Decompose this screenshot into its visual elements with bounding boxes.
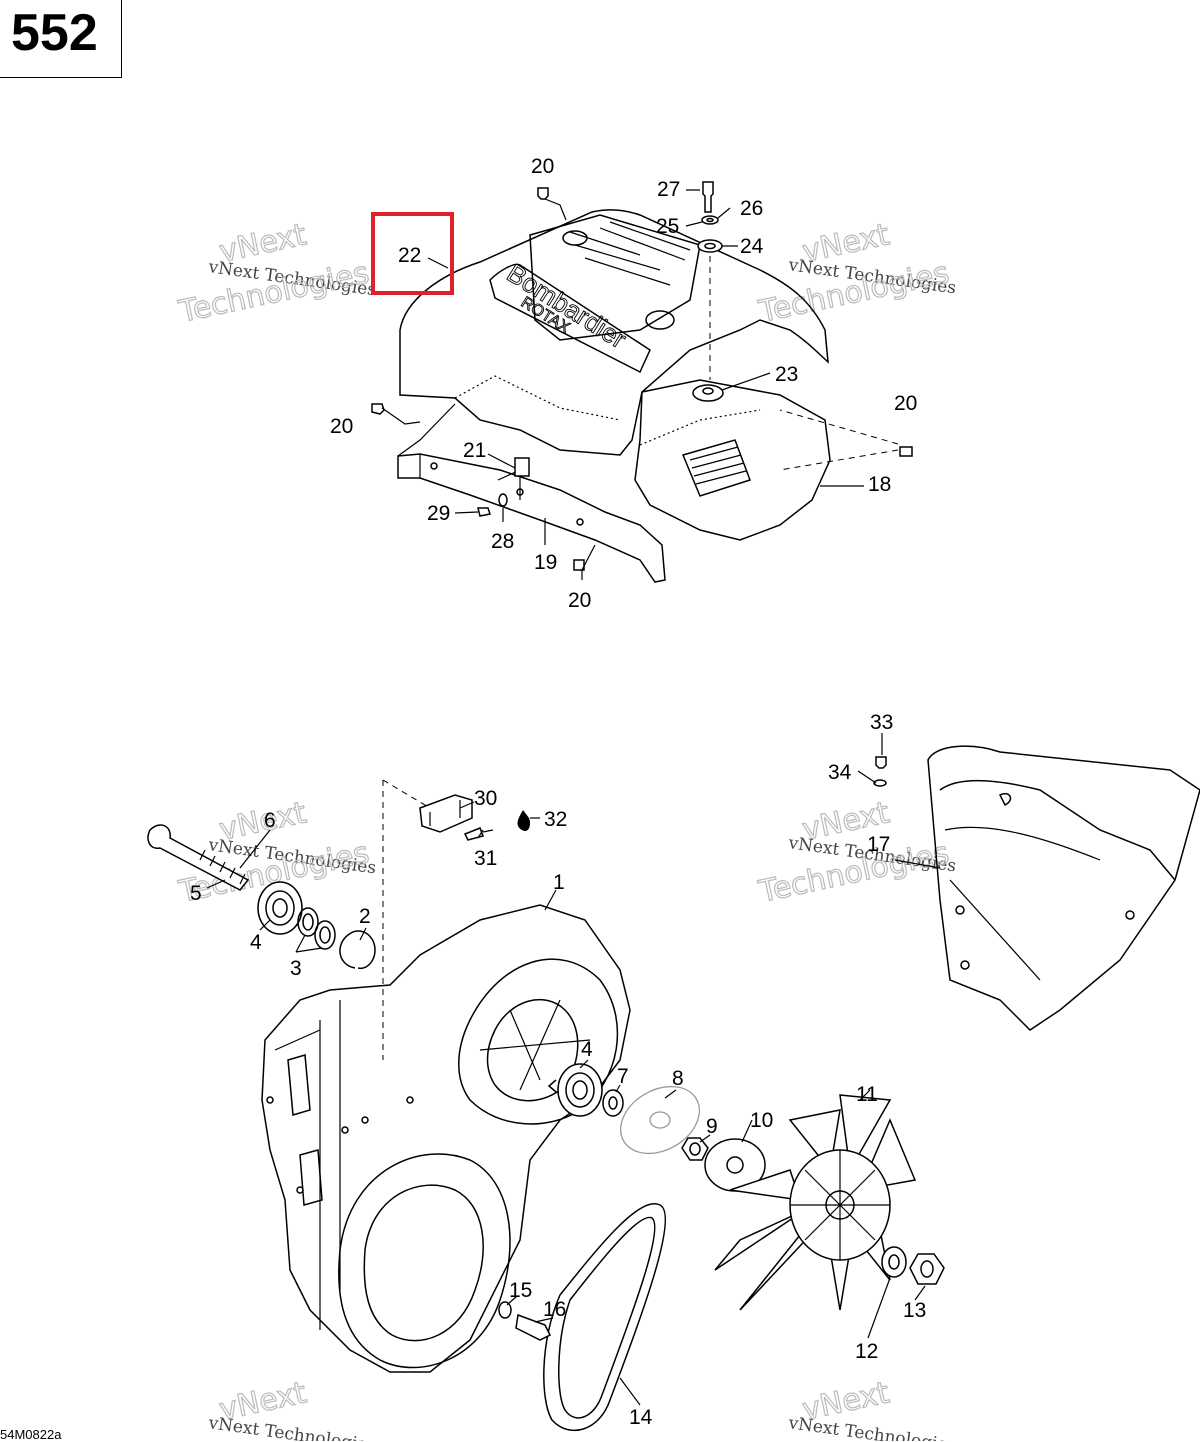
- watermark-small-text: vNext Technologies: [206, 1413, 377, 1441]
- cover-vent-grille: [681, 439, 751, 497]
- figure-code: 54M0822a: [0, 1427, 62, 1442]
- screw: [573, 559, 585, 571]
- spacer: [297, 907, 319, 937]
- callout-11: 11: [856, 1083, 878, 1106]
- cover-mounting-bracket: [397, 453, 666, 583]
- callout-31: 31: [474, 847, 497, 870]
- page-number-box: 552: [0, 0, 122, 78]
- shim-plate: [620, 1085, 700, 1155]
- callout-2: 2: [359, 905, 371, 928]
- callout-27: 27: [657, 178, 680, 201]
- callout-29: 29: [427, 502, 450, 525]
- cover-mount-boss: [562, 230, 588, 246]
- washer: [602, 1089, 624, 1117]
- callout-12: 12: [855, 1340, 878, 1363]
- bolt: [702, 181, 714, 213]
- clip: [514, 457, 530, 477]
- callout-23: 23: [775, 363, 798, 386]
- housing-side-slot: [287, 1054, 311, 1116]
- grommet: [692, 384, 724, 402]
- callout-15: 15: [509, 1279, 532, 1302]
- callout-6: 6: [264, 809, 276, 832]
- lock-washer: [881, 1246, 907, 1278]
- callout-18: 18: [868, 473, 891, 496]
- cover-mount-boss: [645, 310, 675, 330]
- circlip: [339, 930, 376, 970]
- callout-5: 5: [190, 882, 202, 905]
- engine-cover: [399, 209, 829, 456]
- washer: [873, 779, 887, 787]
- hex-nut: [909, 1253, 945, 1285]
- callout-1: 1: [553, 871, 565, 894]
- page-number: 552: [11, 4, 98, 62]
- callout-20: 20: [568, 589, 591, 612]
- watermark-top-right: vNext vNext Technologies Technologies: [755, 217, 958, 331]
- screw: [371, 403, 385, 415]
- callout-33: 33: [870, 711, 893, 734]
- watermark-small-text: vNext Technologies: [786, 1413, 957, 1441]
- watermark-bottom-right: vNext vNext Technologies: [786, 1375, 957, 1441]
- watermark-mid-right: vNext vNext Technologies Technologies: [755, 795, 958, 911]
- spacer: [314, 920, 336, 950]
- callout-17: 17: [867, 833, 890, 856]
- screw: [899, 446, 913, 457]
- callout-14: 14: [629, 1406, 653, 1429]
- callout-20: 20: [531, 155, 554, 178]
- callout-22: 22: [398, 244, 421, 267]
- callout-4: 4: [581, 1038, 593, 1061]
- housing-lower-ring: [338, 1153, 511, 1369]
- washer: [701, 215, 719, 225]
- cover-logo-panel: [489, 263, 651, 374]
- callout-7: 7: [617, 1065, 629, 1088]
- callout-30: 30: [474, 787, 497, 810]
- callout-8: 8: [672, 1067, 684, 1090]
- cover-right-flank: [634, 379, 831, 541]
- callout-24: 24: [740, 235, 764, 258]
- drive-belt: [543, 1202, 667, 1431]
- housing-side-slot: [299, 1149, 323, 1206]
- rubber-washer: [697, 239, 723, 253]
- callout-10: 10: [750, 1109, 773, 1132]
- callout-26: 26: [740, 197, 763, 220]
- callout-4: 4: [250, 931, 262, 954]
- screw: [537, 187, 549, 200]
- screw: [875, 756, 887, 769]
- callout-25: 25: [656, 215, 679, 238]
- cover-top-deck: [529, 214, 701, 341]
- watermark-bottom-left: vNext vNext Technologies: [206, 1375, 377, 1441]
- fan-housing-assembly: [147, 733, 1200, 1431]
- washer: [498, 493, 508, 507]
- screw: [477, 507, 491, 517]
- washer: [498, 1301, 512, 1319]
- callout-20: 20: [330, 415, 353, 438]
- callout-labels: 20 27 26 25 24 22 23 20 20 21 18 29 28 1…: [190, 155, 926, 1429]
- bolt: [515, 1313, 552, 1341]
- callout-28: 28: [491, 530, 514, 553]
- callout-21: 21: [463, 439, 486, 462]
- callout-13: 13: [903, 1299, 926, 1322]
- callout-16: 16: [543, 1298, 566, 1321]
- fan-housing: [261, 904, 631, 1373]
- watermark-top-left: vNext vNext Technologies Technologies: [175, 217, 378, 331]
- hex-nut: [681, 1137, 709, 1161]
- highlighted-callout-box: [371, 212, 454, 295]
- callout-3: 3: [290, 957, 302, 980]
- callout-19: 19: [534, 551, 557, 574]
- callout-9: 9: [706, 1115, 718, 1138]
- thread-locker-drop-icon: [517, 810, 531, 832]
- callout-34: 34: [828, 761, 852, 784]
- retaining-clip: [419, 794, 473, 833]
- pulley-shaft: [147, 824, 250, 891]
- bearing: [557, 1063, 603, 1117]
- fan-cover: [927, 745, 1200, 1031]
- cooling-fan: [714, 1094, 917, 1311]
- callout-32: 32: [544, 808, 567, 831]
- callout-20: 20: [894, 392, 917, 415]
